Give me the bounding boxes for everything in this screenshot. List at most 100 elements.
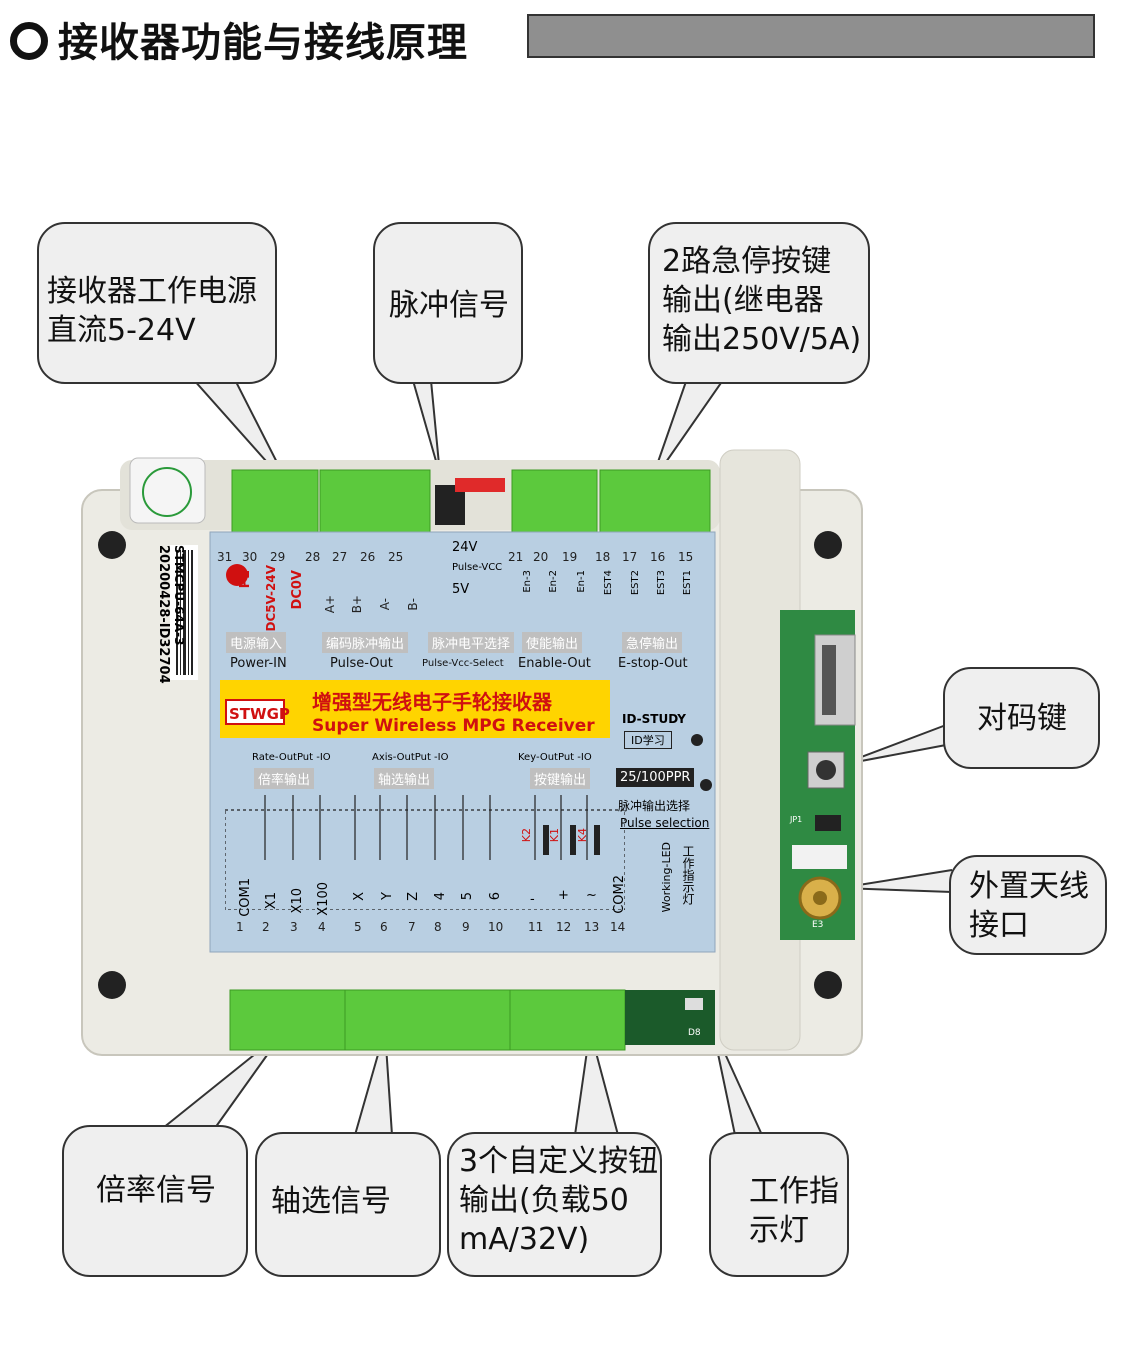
terminal-31: 31 [217,550,233,564]
pin-minus: - [530,892,535,907]
callout-pair-key: 对码键 [943,667,1100,769]
group-en-pulse: Pulse-Out [330,656,393,671]
brand-logo: STWGP [229,705,290,723]
num-12: 12 [556,920,572,934]
terminal-18: 18 [595,550,611,564]
pin-tilde: ~ [586,888,597,903]
pin-com1: COM1 [238,878,253,917]
board-title-cn: 增强型无线电子手轮接收器 [312,690,552,714]
pin-4: 4 [433,892,448,901]
working-led-en: Working-LED [660,842,673,913]
pin-x: X [352,892,367,901]
header-bullet-icon [10,22,48,60]
num-4: 4 [318,920,326,934]
group-cn-estop: 急停输出 [622,632,683,653]
vcc-opt-5v: 5V [452,582,470,597]
num-11: 11 [528,920,544,934]
pin-en-3: En-3 [522,570,533,593]
jumper-ref: JP1 [790,815,803,824]
num-6: 6 [380,920,388,934]
pin-en-1: En-1 [576,570,587,593]
terminal-30: 30 [242,550,258,564]
group-en-enable: Enable-Out [518,656,591,671]
terminal-25: 25 [388,550,404,564]
callout-axis: 轴选信号 [255,1132,441,1277]
pin-plus: + [558,888,569,903]
pin-x1: X1 [264,892,279,910]
board-title-en: Super Wireless MPG Receiver [312,716,595,736]
header-bar [527,14,1095,58]
ppr-label: 25/100PPR [616,768,695,787]
terminal-26: 26 [360,550,376,564]
pin-x100: X100 [316,882,331,916]
vcc-opt-24v: 24V [452,540,478,555]
pin-5: 5 [460,892,475,901]
num-9: 9 [462,920,470,934]
axis-output-en: Axis-OutPut -IO [372,752,449,763]
num-7: 7 [408,920,416,934]
num-10: 10 [488,920,504,934]
serial-number-2: 20200428-ID32704 [156,545,171,684]
terminal-15: 15 [678,550,694,564]
pin-est1: EST1 [682,570,693,596]
pin-6: 6 [488,892,503,901]
terminal-21: 21 [508,550,524,564]
working-led-cn: 工作指示灯 [681,845,695,905]
callout-work-led: 工作指 示灯 [709,1132,849,1277]
callout-pulse: 脉冲信号 [373,222,523,384]
group-cn-vcc: 脉冲电平选择 [428,632,515,653]
num-8: 8 [434,920,442,934]
group-en-estop: E-stop-Out [618,656,688,671]
pin-en-2: En-2 [548,570,559,593]
id-study-cn: ID学习 [624,731,672,749]
terminal-20: 20 [533,550,549,564]
pin-est3: EST3 [656,570,667,596]
group-cn-enable: 使能输出 [522,632,583,653]
pin-a-minus: A- [378,598,392,611]
group-en-power: Power-IN [230,656,287,671]
switch-schematic [225,795,625,910]
callout-rate: 倍率信号 [62,1125,248,1277]
terminal-16: 16 [650,550,666,564]
axis-output-cn: 轴选输出 [374,768,435,789]
callout-antenna: 外置天线 接口 [949,855,1107,955]
pin-dc0v: DC0V [290,570,305,610]
terminal-28: 28 [305,550,321,564]
antenna-ref: E3 [812,920,824,930]
num-1: 1 [236,920,244,934]
pin-a-plus: A+ [323,595,337,614]
pin-b-plus: B+ [350,595,364,614]
serial-number-1: STMCPU-64A-3 [172,545,186,646]
pin-est4: EST4 [603,570,614,596]
pin-est2: EST2 [630,570,641,596]
num-2: 2 [262,920,270,934]
pulse-sel-en: Pulse selection [620,816,710,830]
terminal-17: 17 [622,550,638,564]
pin-b-minus: B- [406,598,420,611]
pin-pe: PE [238,570,253,589]
callout-estop: 2路急停按键 输出(继电器 输出250V/5A) [648,222,870,384]
key-output-cn: 按键输出 [530,768,591,789]
led-ref: D8 [688,1028,701,1038]
num-3: 3 [290,920,298,934]
key-output-en: Key-OutPut -IO [518,752,592,763]
terminal-29: 29 [270,550,286,564]
terminal-27: 27 [332,550,348,564]
id-study-label: ID-STUDY [622,712,686,726]
page-title: 接收器功能与接线原理 [58,20,468,66]
callout-custom-buttons: 3个自定义按钮 输出(负载50 mA/32V) [447,1132,662,1277]
group-en-vcc: Pulse-Vcc-Select [422,658,504,669]
rate-output-cn: 倍率输出 [254,768,315,789]
pulse-sel-cn: 脉冲输出选择 [618,799,691,813]
num-5: 5 [354,920,362,934]
group-cn-power: 电源输入 [226,632,287,653]
num-13: 13 [584,920,600,934]
pin-y: Y [380,892,395,900]
pin-com2: COM2 [612,875,627,914]
receiver-device [81,449,863,1056]
pin-dc5-24v: DC5V-24V [264,565,278,632]
terminal-19: 19 [562,550,578,564]
vcc-opt-pulse-vcc: Pulse-VCC [452,562,503,573]
pin-x10: X10 [290,888,305,914]
group-cn-pulse: 编码脉冲输出 [322,632,409,653]
